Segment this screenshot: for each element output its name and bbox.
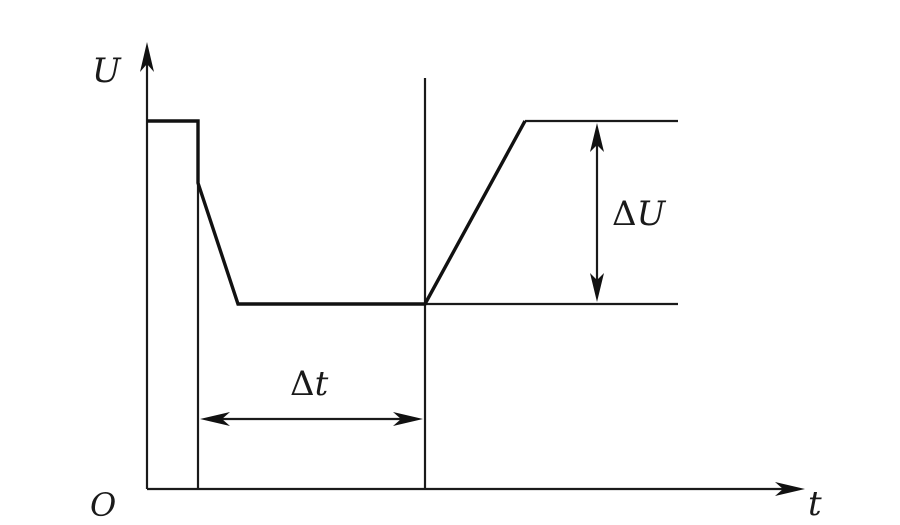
delta-u-label: ΔU — [612, 194, 667, 234]
delta-t-label: Δt — [290, 364, 329, 404]
voltage-curve — [147, 119, 527, 306]
y-axis-label: U — [92, 51, 122, 91]
y-axis-arrowhead — [140, 42, 154, 72]
x-axis-arrowhead — [775, 482, 805, 496]
x-axis-label: t — [808, 484, 822, 524]
delta-t-arrowhead-right — [393, 412, 423, 426]
delta-u-arrowhead-bottom — [590, 273, 604, 302]
origin-label: O — [90, 486, 116, 524]
delta-u-arrowhead-top — [590, 123, 604, 152]
delta-t-arrowhead-left — [200, 412, 230, 426]
